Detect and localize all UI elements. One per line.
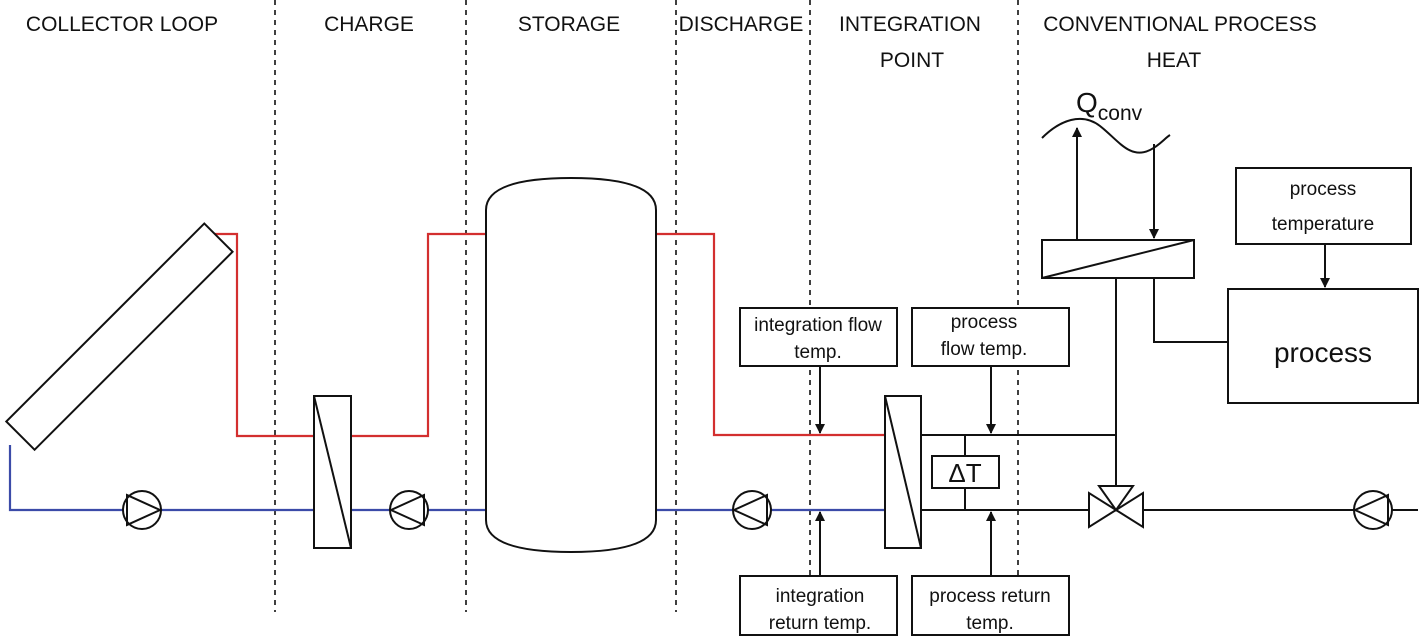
storage-tank — [485, 176, 657, 554]
integration-return-temp-line2: return temp. — [769, 613, 871, 634]
process-flow-temp-line2: flow temp. — [941, 339, 1028, 360]
q-conv-label: Qconv — [1076, 87, 1143, 125]
process-return-temp-line2: temp. — [966, 613, 1014, 634]
conventional-heater — [1041, 239, 1195, 279]
integration-return-temp-line1: integration — [776, 586, 865, 607]
integration-flow-temp-line1: integration flow — [754, 315, 882, 336]
heading-discharge: DISCHARGE — [679, 13, 804, 36]
mixing-valve — [1088, 485, 1144, 529]
heater-to-process-line — [1153, 278, 1228, 343]
process-box: process — [1227, 288, 1419, 404]
pump-charge — [388, 490, 429, 530]
delta-t-sensor: ΔT — [931, 455, 1000, 489]
integration-flow-temp-line2: temp. — [794, 342, 842, 363]
pump-collector — [122, 490, 163, 530]
solar-collector — [4, 222, 234, 452]
heading-collector-loop: COLLECTOR LOOP — [26, 13, 218, 36]
process-temperature-box: process temperature — [1235, 167, 1412, 245]
collector-hot-line — [196, 232, 314, 438]
section-headings: COLLECTOR LOOP CHARGE STORAGE DISCHARGE … — [26, 13, 1317, 72]
pump-discharge — [731, 490, 772, 530]
charge-hot-line — [351, 232, 486, 438]
process-temperature-line2: temperature — [1272, 214, 1374, 235]
heading-storage: STORAGE — [518, 13, 620, 36]
heading-conventional-line1: CONVENTIONAL PROCESS — [1043, 13, 1316, 36]
process-return-temp-box: process return temp. — [911, 575, 1070, 636]
integration-return-temp-box: integration return temp. — [739, 575, 898, 636]
charge-heat-exchanger — [313, 395, 352, 549]
discharge-hot-line — [656, 232, 885, 437]
heading-integration-point-line2: POINT — [880, 49, 944, 72]
integration-flow-temp-box: integration flow temp. — [739, 307, 898, 367]
process-lines — [921, 278, 1418, 511]
heat-source-wave — [1041, 117, 1171, 154]
collector-cold-line — [8, 445, 314, 512]
process-temperature-line1: process — [1290, 179, 1357, 200]
process-return-temp-line1: process return — [929, 586, 1050, 607]
integration-heat-exchanger — [884, 395, 922, 549]
heat-source: Qconv — [1041, 87, 1171, 240]
process-flow-temp-box: process flow temp. — [911, 307, 1070, 367]
delta-t-label: ΔT — [948, 458, 981, 488]
process-flow-temp-line1: process — [951, 312, 1018, 333]
process-label: process — [1274, 337, 1372, 368]
hot-flow-lines — [196, 232, 885, 438]
heading-conventional-line2: HEAT — [1147, 49, 1202, 72]
heading-charge: CHARGE — [324, 13, 414, 36]
pump-process — [1352, 490, 1393, 530]
heading-integration-point-line1: INTEGRATION — [839, 13, 981, 36]
